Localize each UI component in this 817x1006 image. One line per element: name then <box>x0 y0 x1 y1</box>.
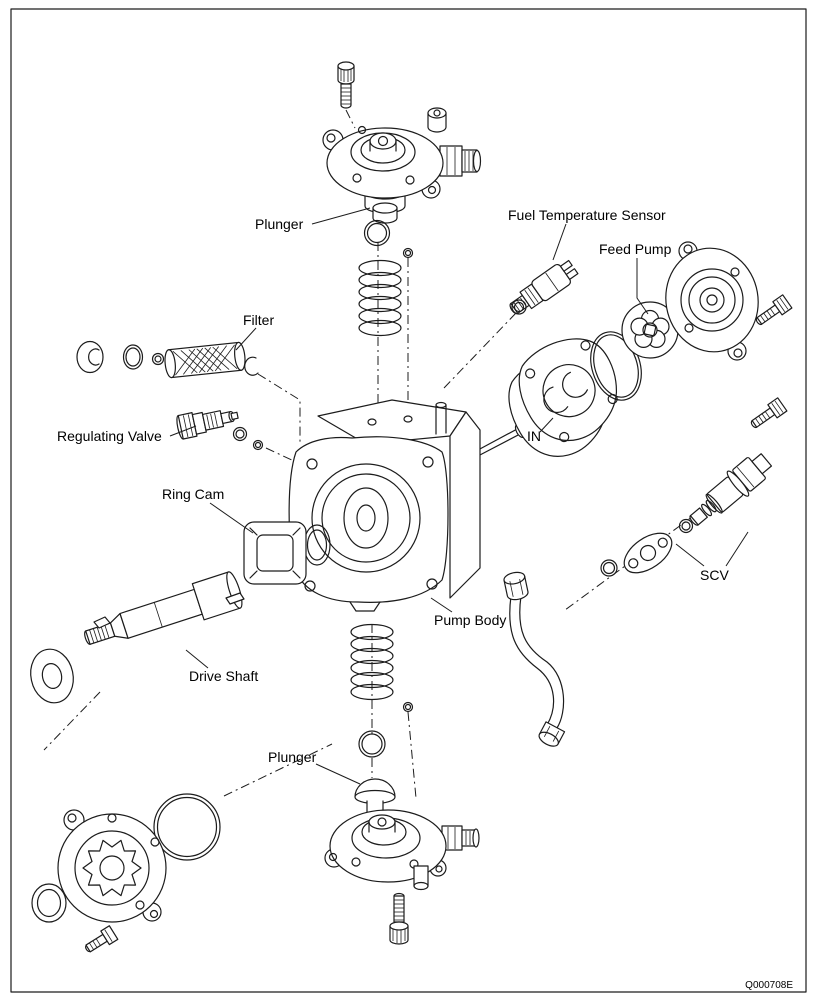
scv-gasket <box>623 532 673 574</box>
ring-cam-part <box>243 521 307 585</box>
bottom-spring <box>350 623 394 701</box>
shaft-chip <box>93 616 111 629</box>
timer-cover <box>57 809 167 923</box>
label-drive-shaft: Drive Shaft <box>189 668 258 684</box>
label-plunger-bottom: Plunger <box>268 749 317 765</box>
bottom-bolt-part <box>389 892 409 945</box>
cover-small-screw <box>85 925 119 953</box>
figure-code: Q000708E <box>745 980 793 991</box>
bottom-small-o-ring <box>402 701 414 713</box>
scv-o-ring <box>678 518 694 534</box>
top-bolt-part <box>337 61 355 109</box>
drive-shaft-part <box>84 571 245 645</box>
scv-valve <box>689 453 773 526</box>
gasket-o-ring <box>600 559 618 577</box>
label-fuel-temperature-sensor: Fuel Temperature Sensor <box>508 207 666 223</box>
cover-screw <box>755 294 793 326</box>
label-in-marker: IN <box>527 428 541 444</box>
timer-cover-o-ring <box>153 793 221 861</box>
filter-clip <box>244 356 259 376</box>
filter-plug <box>76 340 104 374</box>
top-spring <box>358 259 402 337</box>
filter-o-ring <box>122 344 144 370</box>
regulating-valve-o-rings <box>232 426 264 451</box>
feed-pump-cover <box>665 241 759 361</box>
label-plunger-top: Plunger <box>255 216 304 232</box>
bottom-plunger-holder <box>324 809 480 891</box>
feed-pump-o-ring <box>590 331 642 401</box>
label-feed-pump: Feed Pump <box>599 241 672 257</box>
feed-pump-plate <box>508 338 618 457</box>
scv-screw <box>750 397 788 429</box>
label-pump-body: Pump Body <box>434 612 506 628</box>
oil-seal <box>31 883 67 923</box>
bottom-o-ring <box>358 730 386 758</box>
diagram-frame <box>10 8 807 993</box>
shaft-washer <box>30 648 74 704</box>
label-ring-cam: Ring Cam <box>162 486 224 502</box>
top-small-o-ring <box>402 247 414 259</box>
shaft-key <box>225 592 245 605</box>
regulating-valve-part <box>176 410 239 440</box>
label-scv: SCV <box>700 567 729 583</box>
filter-element <box>164 341 246 379</box>
label-filter: Filter <box>243 312 274 328</box>
label-regulating-valve: Regulating Valve <box>57 428 162 444</box>
fuel-temperature-sensor-part <box>509 259 579 315</box>
pump-body-part <box>288 399 481 612</box>
assembly-axis-lines <box>43 109 697 799</box>
top-plunger-holder <box>322 107 482 224</box>
feed-pump-rotor <box>621 301 679 359</box>
sensor-o-ring <box>511 299 527 315</box>
fuel-pipe <box>503 571 566 747</box>
top-o-ring <box>363 219 391 247</box>
labels: Plunger Fuel Temperature Sensor Feed Pum… <box>57 207 793 991</box>
leader-lines <box>169 207 749 785</box>
filter-small-ring <box>151 352 165 366</box>
